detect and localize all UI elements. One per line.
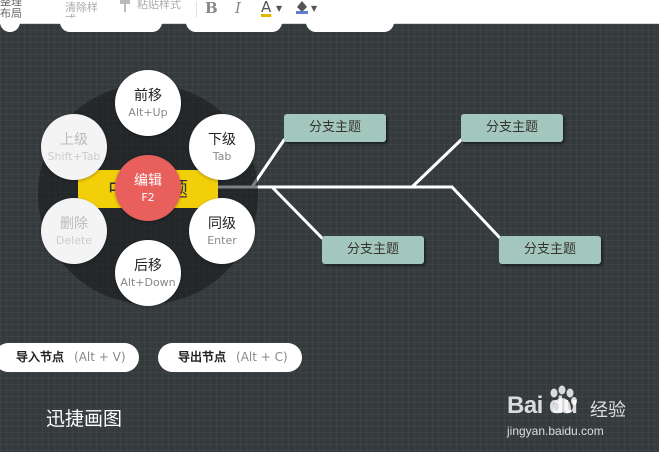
- menu-shortcut: Shift+Tab: [47, 149, 101, 163]
- branch-topic-node[interactable]: 分支主题: [284, 114, 386, 142]
- move-backward-button[interactable]: 后移 Alt+Down: [115, 240, 181, 306]
- export-label: 导出节点: [178, 350, 227, 364]
- import-nodes-button[interactable]: 导入节点 (Alt + V): [0, 343, 139, 372]
- chevron-down-icon[interactable]: ▼: [276, 4, 283, 13]
- menu-shortcut: F2: [141, 190, 155, 204]
- menu-label: 前移: [134, 87, 162, 104]
- edit-node-button[interactable]: 编辑 F2: [115, 155, 181, 221]
- font-color-button[interactable]: A: [261, 0, 272, 16]
- paw-icon: [545, 384, 579, 422]
- jingyan-text: 经验: [590, 400, 626, 421]
- menu-shortcut: Tab: [212, 149, 232, 163]
- toolbar-group-edge: [186, 18, 282, 32]
- watermark-url: jingyan.baidu.com: [507, 424, 604, 438]
- toolbar-group-edge: [60, 18, 162, 32]
- app-name: 迅捷画图: [46, 408, 123, 430]
- menu-label: 编辑: [134, 172, 162, 189]
- branch-connector: [410, 138, 463, 189]
- menu-label: 后移: [134, 257, 162, 274]
- import-label: 导入节点: [16, 350, 65, 364]
- menu-label: 上级: [60, 131, 88, 148]
- menu-shortcut: Alt+Down: [120, 275, 176, 289]
- menu-shortcut: Alt+Up: [128, 105, 168, 119]
- menu-shortcut: Enter: [207, 233, 237, 247]
- menu-label: 删除: [60, 215, 88, 232]
- branch-connector: [250, 138, 286, 189]
- layout-button[interactable]: 整理布局: [0, 0, 22, 20]
- toolbar-group-edge: [306, 18, 394, 32]
- chevron-down-icon[interactable]: ▼: [311, 4, 318, 13]
- format-painter-icon: [118, 0, 132, 16]
- export-nodes-button[interactable]: 导出节点 (Alt + C): [158, 343, 302, 372]
- export-shortcut: (Alt + C): [236, 350, 288, 364]
- branch-topic-node[interactable]: 分支主题: [322, 236, 424, 264]
- branch-topic-node[interactable]: 分支主题: [499, 236, 601, 264]
- add-parent-button[interactable]: 上级 Shift+Tab: [41, 114, 107, 180]
- add-child-button[interactable]: 下级 Tab: [189, 114, 255, 180]
- import-shortcut: (Alt + V): [74, 350, 126, 364]
- paste-style-button[interactable]: 粘贴样式: [137, 0, 181, 11]
- italic-button[interactable]: I: [235, 0, 241, 17]
- branch-connector: [450, 185, 502, 240]
- menu-shortcut: Delete: [55, 233, 93, 247]
- branch-topic-node[interactable]: 分支主题: [461, 114, 563, 142]
- branch-connector: [270, 185, 324, 240]
- add-sibling-button[interactable]: 同级 Enter: [189, 198, 255, 264]
- menu-label: 同级: [208, 215, 236, 232]
- fill-color-icon[interactable]: [294, 0, 310, 17]
- toolbar-group-edge: [0, 18, 20, 32]
- bold-button[interactable]: B: [205, 0, 218, 17]
- delete-node-button[interactable]: 删除 Delete: [41, 198, 107, 264]
- toolbar-divider: [196, 2, 197, 20]
- menu-label: 下级: [208, 131, 236, 148]
- move-forward-button[interactable]: 前移 Alt+Up: [115, 70, 181, 136]
